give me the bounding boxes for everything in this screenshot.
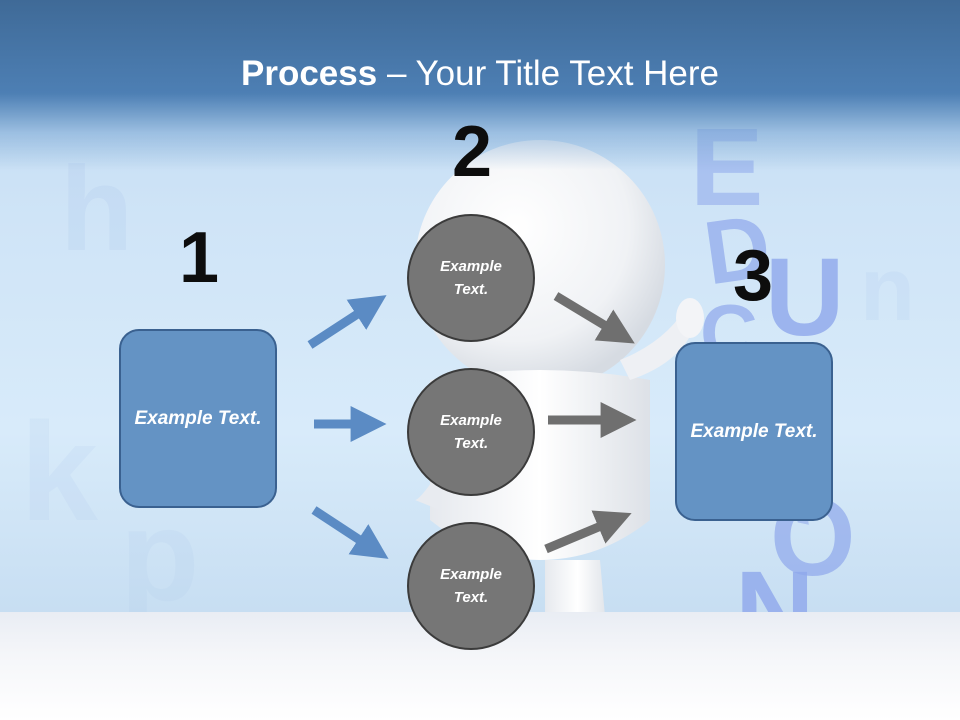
slide-title: Process – Your Title Text Here bbox=[0, 50, 960, 98]
step-1-box: Example Text. bbox=[119, 329, 277, 508]
title-rest: – Your Title Text Here bbox=[377, 54, 719, 93]
svg-text:k: k bbox=[20, 393, 98, 550]
step-3-box-text: Example Text. bbox=[690, 421, 818, 442]
step-3-box: Example Text. bbox=[675, 342, 833, 521]
step-2-circle-bottom: Example Text. bbox=[407, 522, 535, 650]
step-2-circle-middle-text: Example Text. bbox=[440, 412, 502, 452]
step-number-1: 1 bbox=[178, 218, 220, 298]
letter-u: U bbox=[765, 236, 844, 359]
step-1-box-text: Example Text. bbox=[134, 408, 262, 429]
svg-text:n: n bbox=[860, 240, 915, 340]
step-2-circle-middle: Example Text. bbox=[407, 368, 535, 496]
arrow-2-to-3-top bbox=[553, 292, 635, 344]
header-band bbox=[0, 0, 960, 170]
step-2-circle-bottom-text: Example Text. bbox=[440, 566, 502, 606]
step-number-3: 3 bbox=[732, 236, 774, 316]
arrow-1-to-2-bottom bbox=[311, 506, 389, 559]
step-number-2: 2 bbox=[451, 112, 493, 192]
arrow-1-to-2-top bbox=[307, 295, 387, 349]
arrow-2-to-3-bottom bbox=[544, 510, 632, 554]
step-2-circle-top-text: Example Text. bbox=[440, 258, 502, 298]
letter-d: D bbox=[698, 196, 776, 304]
title-bold: Process bbox=[241, 54, 378, 93]
step-2-circle-top: Example Text. bbox=[407, 214, 535, 342]
